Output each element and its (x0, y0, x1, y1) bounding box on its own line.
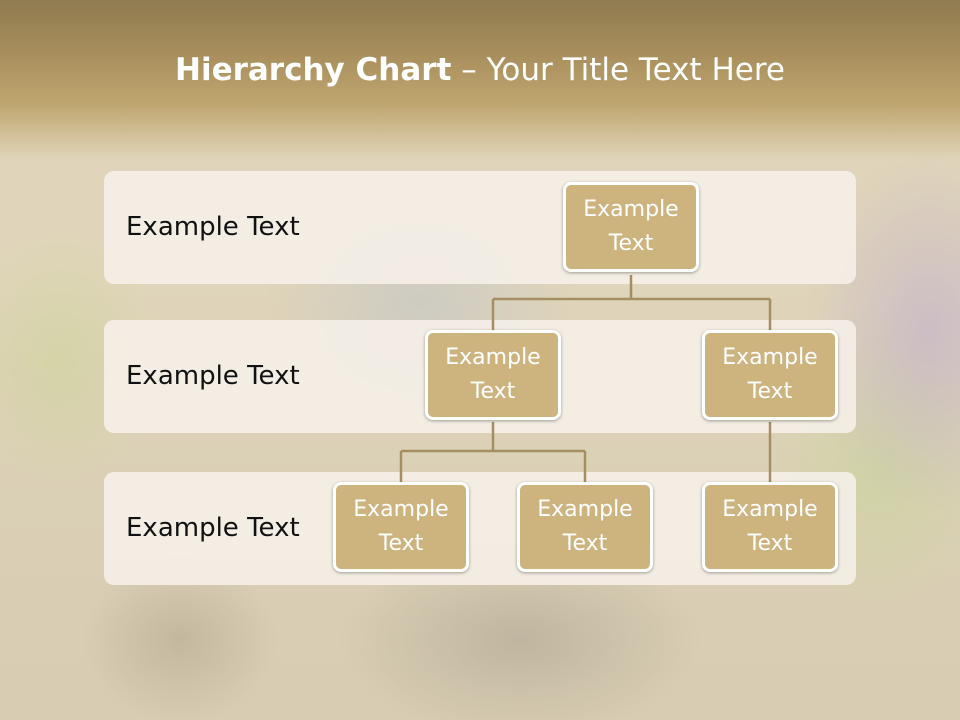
level-label-3: Example Text (126, 513, 300, 543)
node-mid-right[interactable]: Example Text (702, 330, 838, 420)
level-band-1: Example Text (104, 171, 856, 284)
slide-title-rest: – Your Title Text Here (451, 52, 785, 88)
connector-midleft-to-leaves (399, 422, 587, 482)
node-leaf-3[interactable]: Example Text (702, 482, 838, 572)
title-band (0, 0, 960, 160)
node-mid-left-label: Example Text (445, 345, 541, 404)
slide-title-bold: Hierarchy Chart (175, 52, 452, 88)
node-leaf-2-label: Example Text (537, 497, 633, 556)
level-label-1: Example Text (126, 212, 300, 242)
connector-root-to-mid (491, 275, 772, 330)
node-leaf-1[interactable]: Example Text (333, 482, 469, 572)
node-mid-right-label: Example Text (722, 345, 818, 404)
level-label-2: Example Text (126, 361, 300, 391)
node-root-label: Example Text (583, 197, 679, 256)
node-leaf-2[interactable]: Example Text (517, 482, 653, 572)
node-mid-left[interactable]: Example Text (425, 330, 561, 420)
node-leaf-1-label: Example Text (353, 497, 449, 556)
node-leaf-3-label: Example Text (722, 497, 818, 556)
node-root[interactable]: Example Text (563, 182, 699, 272)
slide-title: Hierarchy Chart – Your Title Text Here (0, 52, 960, 88)
